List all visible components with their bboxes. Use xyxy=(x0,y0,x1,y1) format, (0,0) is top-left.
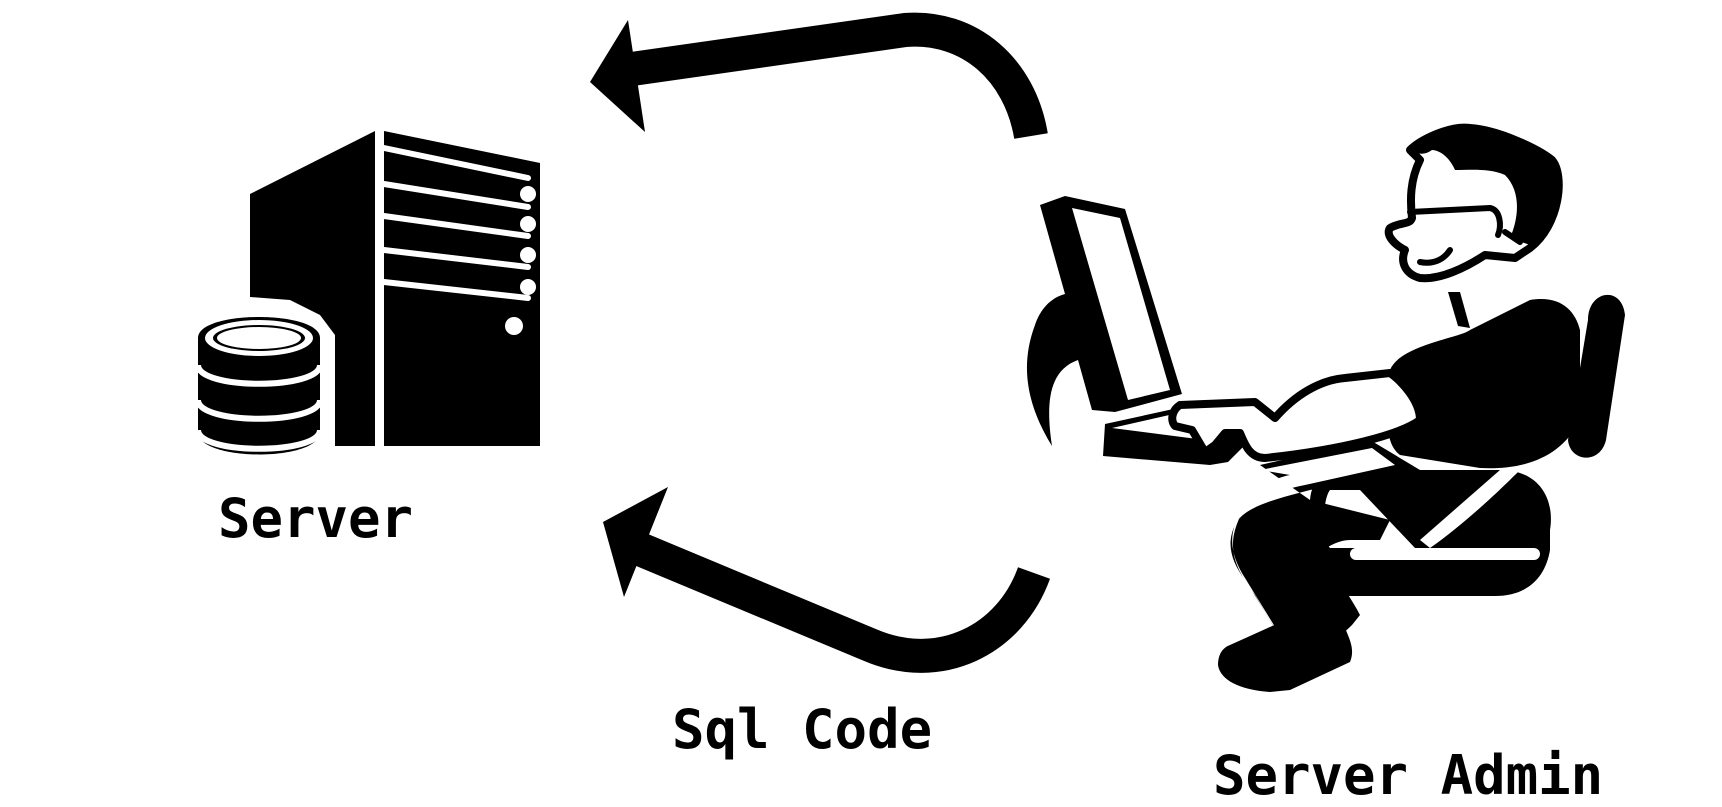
server-admin-label: Server Admin xyxy=(1213,744,1604,807)
top-arrow-icon xyxy=(590,12,1048,140)
bottom-arrow-icon xyxy=(603,487,1050,673)
sql-code-label: Sql Code xyxy=(672,698,933,761)
server-admin-icon xyxy=(1026,123,1625,692)
server-label: Server xyxy=(218,487,414,550)
server-icon xyxy=(195,131,540,455)
database-icon xyxy=(195,317,323,455)
